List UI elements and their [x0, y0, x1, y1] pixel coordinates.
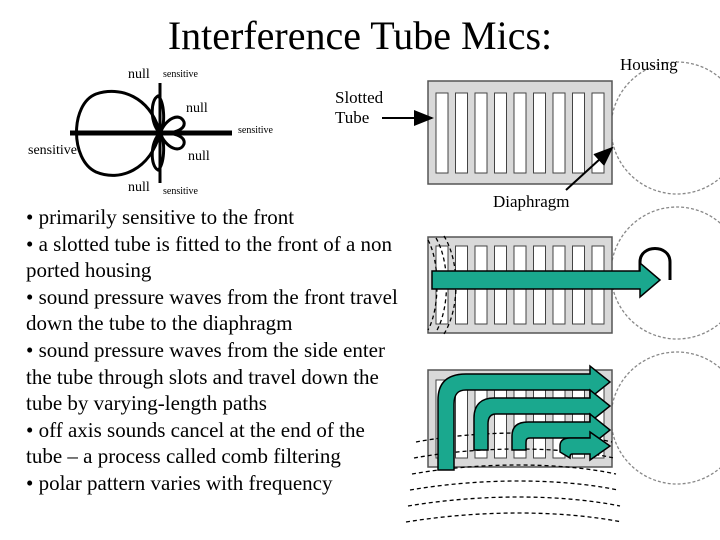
tube-slot	[513, 92, 527, 174]
bullet-item: • sound pressure waves from the front tr…	[26, 284, 398, 336]
side-path-arrow-medium	[473, 388, 612, 451]
polar-sensitive-label: sensitive	[163, 186, 198, 197]
tube-bottom	[405, 351, 720, 523]
tube-middle	[427, 206, 720, 340]
slotted-tube-label: Slotted Tube	[335, 88, 384, 127]
polar-null-label: null	[186, 101, 208, 116]
polar-sensitive-label: sensitive	[163, 69, 198, 80]
side-path-arrow-long	[437, 364, 612, 471]
tube-slot	[572, 92, 585, 174]
diaphragm-label: Diaphragm	[493, 192, 570, 211]
polar-null-label: null	[128, 180, 150, 195]
housing-outline-top	[610, 61, 720, 195]
diaphragm-pointer-arrow	[565, 146, 614, 191]
polar-sensitive-label: sensitive	[238, 125, 273, 136]
front-path-arrow	[431, 261, 662, 299]
polar-side-lobe-bottom	[150, 130, 166, 172]
housing-outline-bottom	[610, 351, 720, 485]
bullet-item: • off axis sounds cancel at the end of t…	[26, 417, 365, 469]
bullet-item: • primarily sensitive to the front	[26, 205, 295, 229]
polar-null-label: null	[188, 149, 210, 164]
side-path-arrow-short	[511, 412, 612, 451]
tube-slot	[494, 379, 507, 459]
tube-slot	[474, 92, 488, 174]
polar-small-lobe-bottom	[157, 131, 186, 151]
bullet-list: • primarily sensitive to the front • a s…	[26, 204, 406, 534]
polar-rear-lobe	[75, 89, 162, 177]
tube-slot	[494, 92, 507, 174]
tube-top	[427, 61, 720, 195]
bullet-item: • a slotted tube is fitted to the front …	[26, 231, 393, 283]
polar-null-label: null	[128, 67, 150, 82]
tube-slot	[533, 92, 546, 174]
tube-slot	[435, 92, 449, 174]
polar-pattern	[70, 83, 232, 183]
tube-slot	[533, 379, 546, 459]
tube-slot	[455, 92, 468, 174]
side-path-arrow-shortest	[559, 430, 612, 462]
housing-label: Housing	[620, 55, 678, 74]
side-path-arrows	[437, 364, 612, 471]
bullet-item: • sound pressure waves from the side ent…	[26, 337, 385, 416]
tube-slot	[552, 92, 566, 174]
polar-side-lobe-top	[150, 94, 166, 136]
diaphragm-symbol	[638, 247, 672, 280]
bullet-item: • polar pattern varies with frequency	[26, 470, 333, 495]
polar-sensitive-label: sensitive	[28, 143, 77, 158]
slide-title: Interference Tube Mics:	[167, 13, 553, 58]
